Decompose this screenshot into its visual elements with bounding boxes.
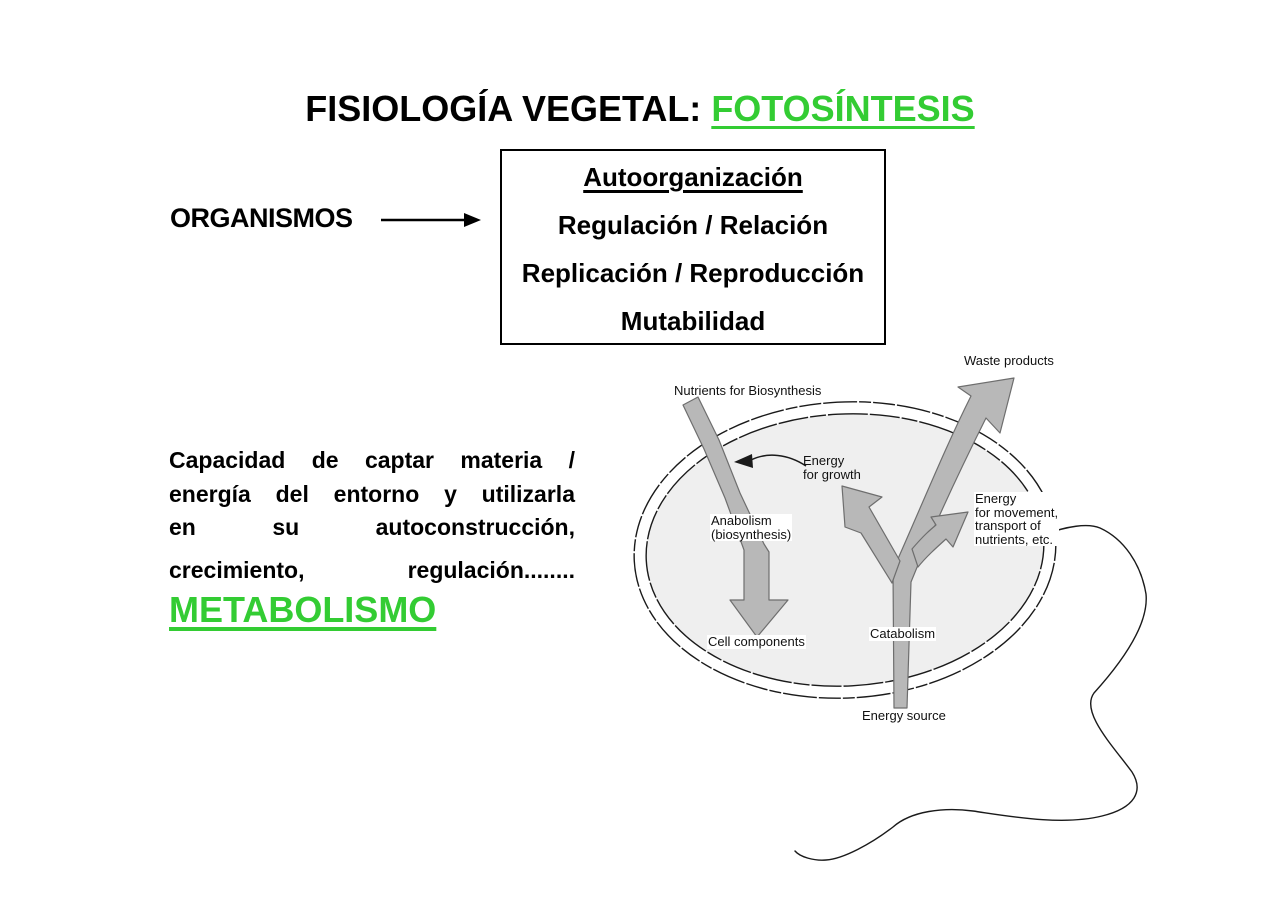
paragraph-line-4: crecimiento, regulación........ xyxy=(169,556,575,583)
label-nutrients-for-biosynthesis: Nutrients for Biosynthesis xyxy=(674,383,822,398)
growth-energy-feed-curve xyxy=(750,454,807,467)
label-line: (biosynthesis) xyxy=(711,526,792,542)
title-highlight: FOTOSÍNTESIS xyxy=(711,88,975,129)
property-replicacion-reproduccion: Replicación / Reproducción xyxy=(521,258,865,288)
cell-inner-membrane xyxy=(645,413,1045,687)
label-energy-for-movement: Energy for movement, transport of nutrie… xyxy=(974,491,1060,547)
label-cell-components: Cell components xyxy=(707,634,806,649)
arrow-head-icon xyxy=(464,213,481,227)
properties-box: Autoorganización Regulación / Relación R… xyxy=(500,149,886,345)
title-prefix: FISIOLOGÍA VEGETAL: xyxy=(305,88,712,129)
paragraph-line-1: Capacidad de captar materia / xyxy=(169,447,575,473)
label-anabolism: Anabolism (biosynthesis) xyxy=(710,513,793,542)
metabolismo-keyword: METABOLISMO xyxy=(169,589,437,630)
label-waste-products: Waste products xyxy=(964,353,1054,368)
label-line: Energy xyxy=(803,453,845,468)
label-line: transport of xyxy=(975,518,1041,533)
description-paragraph: Capacidad de captar materia / energía de… xyxy=(169,444,575,631)
growth-energy-feed-arrowhead xyxy=(734,454,753,468)
flagellum-squiggle xyxy=(794,524,1147,861)
property-mutabilidad: Mutabilidad xyxy=(620,306,766,336)
label-line: nutrients, etc. xyxy=(975,531,1054,547)
label-line: Anabolism xyxy=(711,513,772,528)
label-catabolism: Catabolism xyxy=(869,626,937,641)
label-energy-for-growth: Energy for growth xyxy=(803,454,861,481)
organisms-to-box-arrow xyxy=(381,213,481,227)
page-title: FISIOLOGÍA VEGETAL: FOTOSÍNTESIS xyxy=(0,88,1280,130)
metabolism-diagram-graphic xyxy=(633,377,1147,861)
label-line: for growth xyxy=(803,466,861,482)
metabolism-diagram: Waste products Nutrients for Biosynthesi… xyxy=(630,350,1160,880)
organisms-label: ORGANISMOS xyxy=(170,203,353,233)
label-line: Energy xyxy=(975,491,1017,506)
label-line: for movement, xyxy=(975,504,1059,520)
energy-for-movement-arrow xyxy=(911,511,969,568)
label-energy-source: Energy source xyxy=(862,708,946,723)
paragraph-line-3: en su autoconstrucción, xyxy=(169,514,575,540)
property-regulacion-relacion: Regulación / Relación xyxy=(557,210,829,240)
property-autoorganizacion: Autoorganización xyxy=(583,162,803,192)
energy-for-growth-arrow xyxy=(841,485,901,584)
paragraph-line-2: energía del entorno y utilizarla xyxy=(169,480,575,507)
